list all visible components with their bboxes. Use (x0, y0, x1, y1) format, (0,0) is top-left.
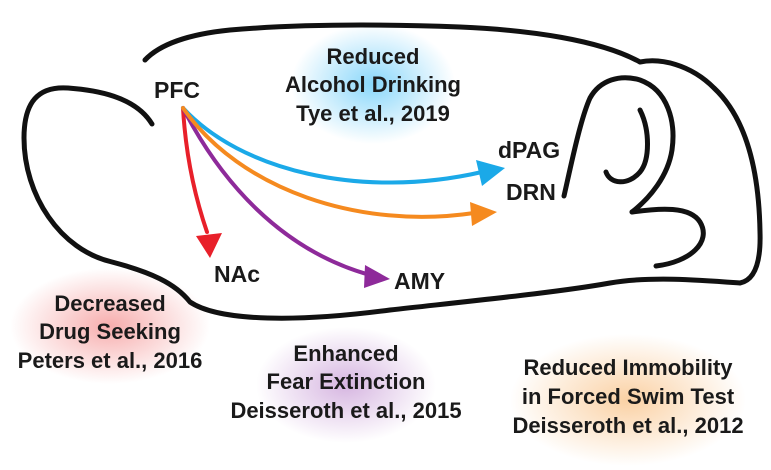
label-drn: DRN (506, 179, 556, 205)
alcohol-effect-line2: Alcohol Drinking (285, 72, 461, 97)
label-dpag: dPAG (498, 137, 560, 163)
fear-effect-line1: Enhanced (293, 341, 398, 366)
cerebellum-fold-middle (629, 206, 706, 269)
arrow-pfc-to-amy (181, 106, 372, 277)
cerebellum-fold-outer (561, 75, 676, 215)
alcohol-effect-line3: Tye et al., 2019 (296, 101, 450, 126)
arrow-pfc-to-dpag (181, 106, 484, 185)
drug-effect-line3: Peters et al., 2016 (18, 348, 203, 373)
fear-effect-glow (256, 327, 436, 443)
drug-effect-line1: Decreased (54, 291, 165, 316)
brain-outline (21, 22, 763, 321)
label-pfc: PFC (154, 77, 200, 103)
alcohol-effect-line1: Reduced (327, 44, 420, 69)
swim-effect-glow (510, 334, 746, 466)
drug-effect-line2: Drug Seeking (39, 319, 181, 344)
fear-effect-line2: Fear Extinction (267, 369, 426, 394)
drug-effect-glow (10, 268, 210, 384)
fear-effect-line3: Deisseroth et al., 2015 (230, 398, 461, 423)
swim-effect-line1: Reduced Immobility (523, 355, 733, 380)
arrow-pfc-to-drn (181, 106, 476, 219)
arrowhead-drn (470, 202, 497, 226)
cerebellum-fold-inner (603, 107, 650, 185)
alcohol-effect-glow (291, 24, 455, 144)
label-nac: NAc (214, 261, 260, 287)
label-amy: AMY (394, 268, 445, 294)
arrowhead-dpag (476, 160, 505, 186)
swim-effect-line2: in Forced Swim Test (522, 384, 735, 409)
arrowhead-nac (196, 233, 222, 258)
arrowhead-amy (364, 265, 390, 288)
swim-effect-line3: Deisseroth et al., 2012 (512, 413, 743, 438)
arrow-pfc-to-nac (181, 106, 209, 234)
